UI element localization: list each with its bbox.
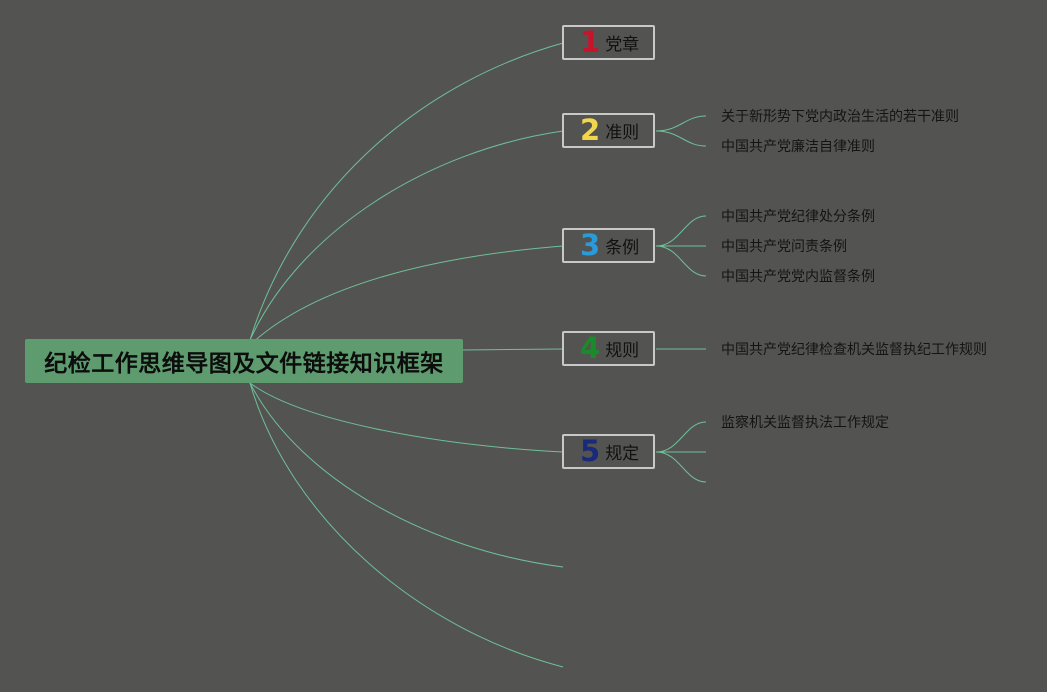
branch-label-5: 规定: [605, 444, 640, 464]
leaf-4-1[interactable]: 中国共产党纪律检查机关监督执纪工作规则: [721, 342, 987, 358]
connector-extra-1: [249, 382, 564, 568]
connector-extra-2: [249, 382, 564, 668]
connector-branch-5: [249, 382, 564, 453]
branch-number-3: 3: [580, 228, 601, 262]
connector-leaf-2-2: [655, 130, 707, 147]
connector-leaf-5-3: [655, 451, 707, 483]
branch-label-2: 准则: [605, 123, 640, 143]
connector-branch-3: [249, 245, 564, 346]
connector-leaf-5-1: [655, 421, 707, 453]
branch-label-4: 规则: [605, 341, 640, 361]
connector-leaf-3-3: [655, 245, 707, 277]
branch-number-4: 4: [580, 331, 601, 365]
leaf-5-1[interactable]: 监察机关监督执法工作规定: [721, 415, 889, 431]
branch-node-3[interactable]: 3 条例: [562, 228, 655, 263]
connector-branch-1: [249, 42, 564, 341]
leaf-3-3[interactable]: 中国共产党党内监督条例: [721, 269, 875, 285]
branch-node-2[interactable]: 2 准则: [562, 113, 655, 148]
branch-node-4[interactable]: 4 规则: [562, 331, 655, 366]
connector-leaf-2-1: [655, 115, 707, 132]
connector-branch-4: [462, 348, 564, 351]
leaf-3-2[interactable]: 中国共产党问责条例: [721, 239, 847, 255]
branch-node-5[interactable]: 5 规定: [562, 434, 655, 469]
branch-number-2: 2: [580, 113, 601, 147]
root-node[interactable]: 纪检工作思维导图及文件链接知识框架: [25, 339, 463, 383]
leaf-2-1[interactable]: 关于新形势下党内政治生活的若干准则: [721, 109, 959, 125]
leaf-2-2[interactable]: 中国共产党廉洁自律准则: [721, 139, 875, 155]
branch-node-1[interactable]: 1 党章: [562, 25, 655, 60]
connector-leaf-3-1: [655, 215, 707, 247]
branch-number-1: 1: [580, 25, 601, 59]
branch-label-1: 党章: [605, 35, 640, 55]
root-label: 纪检工作思维导图及文件链接知识框架: [44, 351, 444, 377]
leaf-3-1[interactable]: 中国共产党纪律处分条例: [721, 209, 875, 225]
connector-branch-2: [249, 130, 564, 341]
branch-label-3: 条例: [605, 238, 640, 258]
branch-number-5: 5: [580, 434, 601, 468]
